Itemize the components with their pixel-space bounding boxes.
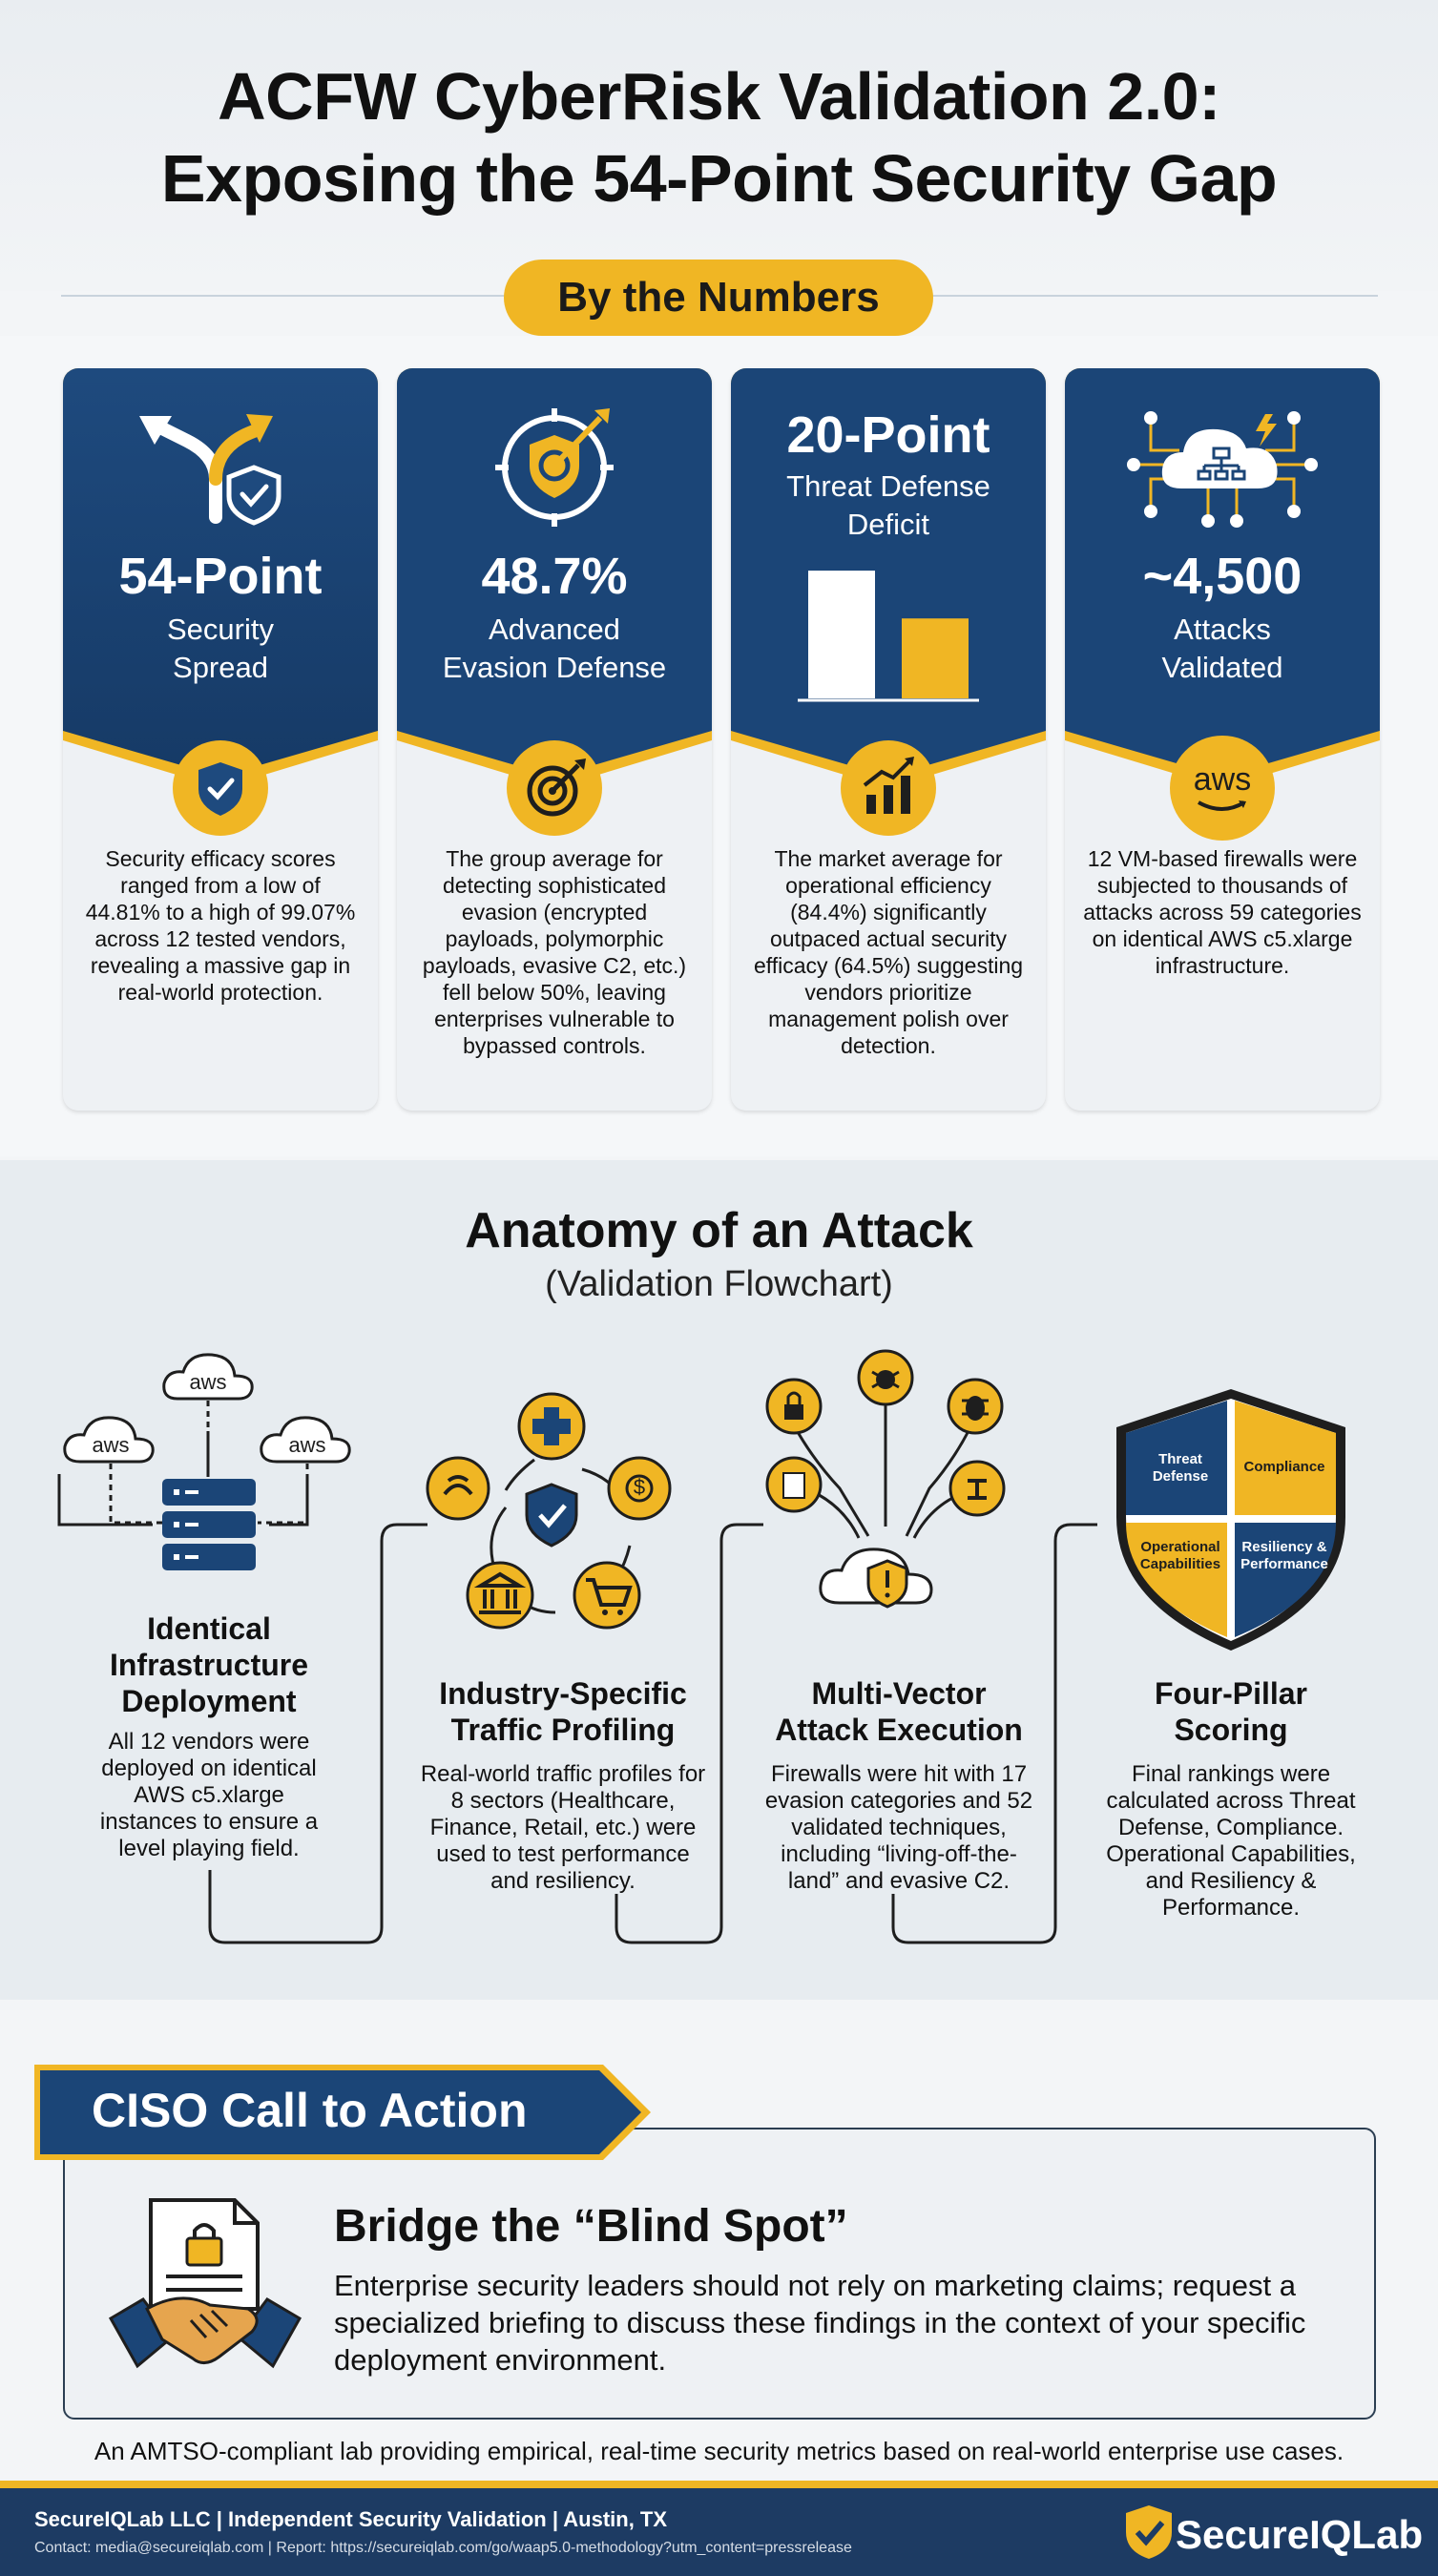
- growth-chart-icon: [841, 740, 936, 836]
- pillar-operational-2: Capabilities: [1140, 1556, 1220, 1572]
- cloud-network-icon: [1127, 411, 1318, 528]
- step-4-title: Four-Pillar Scoring: [1078, 1675, 1384, 1748]
- flowchart-graphics: aws aws aws: [57, 1349, 1345, 1944]
- aws-cloud-label: aws: [189, 1370, 226, 1394]
- step-4-title-line: Four-Pillar: [1154, 1676, 1307, 1711]
- step-4-body: Final rankings were calculated across Th…: [1106, 1761, 1356, 1921]
- stat-value: 54-Point: [118, 548, 323, 605]
- page-title: ACFW CyberRisk Validation 2.0: Exposing …: [0, 55, 1438, 219]
- pillar-threat-defense-2: Defense: [1153, 1468, 1208, 1485]
- shield-check-icon: [173, 740, 268, 836]
- pillar-operational: Operational: [1140, 1539, 1219, 1555]
- stat-label-1: Threat Defense: [786, 469, 990, 503]
- stat-label-1: Security: [167, 613, 274, 646]
- step-2-body: Real-world traffic profiles for 8 sector…: [420, 1761, 706, 1894]
- stat-value: ~4,500: [1142, 548, 1303, 605]
- ciso-callout-box: [63, 2128, 1376, 2420]
- step-3-body: Firewalls were hit with 17 evasion categ…: [764, 1761, 1033, 1894]
- stat-label-1: Attacks: [1174, 613, 1271, 646]
- section-pill-by-the-numbers: By the Numbers: [504, 260, 933, 336]
- aws-logo-badge: aws: [1170, 736, 1275, 841]
- stat-card-attacks-validated: ~4,500 Attacks Validated aws 12 VM-based…: [1065, 368, 1380, 1111]
- step-1-title-line: Identical: [147, 1611, 271, 1646]
- card-header-bg: [1065, 368, 1380, 779]
- card-header-bg: [397, 368, 712, 779]
- stat-description: Security efficacy scores ranged from a l…: [85, 846, 356, 1005]
- pillar-compliance: Compliance: [1243, 1459, 1324, 1475]
- target-arrow-icon: [507, 740, 602, 836]
- step-1-title-line: Deployment: [121, 1684, 297, 1718]
- header-band: [0, 0, 1438, 291]
- pillar-resiliency-2: Performance: [1240, 1556, 1328, 1572]
- aws-cloud-cluster-icon: aws aws aws: [63, 1353, 351, 1570]
- aws-smile-icon: [1198, 800, 1246, 811]
- target-shield-icon: [495, 408, 614, 527]
- title-line-1: ACFW CyberRisk Validation 2.0:: [218, 59, 1220, 134]
- title-line-2: Exposing the 54-Point Security Gap: [160, 141, 1278, 216]
- step-1-title-line: Infrastructure: [109, 1648, 309, 1682]
- stat-value: 48.7%: [481, 548, 628, 605]
- aws-logo-text: aws: [1193, 761, 1252, 798]
- multi-vector-attack-icon: [765, 1349, 1006, 1609]
- handshake-document-icon: [108, 2198, 302, 2369]
- step-3-title: Multi-Vector Attack Execution: [737, 1675, 1061, 1748]
- stat-card-threat-defense-deficit: 20-Point Threat Defense Deficit The mark…: [731, 368, 1046, 1111]
- step-3-title-line: Multi-Vector: [811, 1676, 987, 1711]
- footer: [0, 2488, 1438, 2576]
- stat-label-1: Advanced: [489, 613, 620, 646]
- flowchart-subtitle: (Validation Flowchart): [545, 1264, 893, 1304]
- ciso-heading: Bridge the “Blind Spot”: [334, 2201, 848, 2252]
- stat-description: The group average for detecting sophisti…: [422, 846, 687, 1058]
- svg-text:$: $: [634, 1475, 645, 1499]
- diverging-arrows-shield-icon: [139, 414, 281, 526]
- stat-description: The market average for operational effic…: [753, 846, 1024, 1058]
- stat-value: 20-Point: [786, 406, 990, 464]
- ciso-banner-title: CISO Call to Action: [92, 2084, 528, 2137]
- flow-connectors: [57, 1431, 1097, 1944]
- card-header-bg: [63, 368, 378, 779]
- flowchart-title: Anatomy of an Attack: [465, 1203, 973, 1258]
- server-rack-icon: [162, 1479, 256, 1570]
- pillar-threat-defense: Threat: [1158, 1451, 1202, 1467]
- stat-description: 12 VM-based firewalls were subjected to …: [1083, 846, 1362, 978]
- aws-cloud-label: aws: [92, 1433, 129, 1457]
- step-2-title-line: Traffic Profiling: [450, 1713, 676, 1747]
- footer-stripe: [0, 2481, 1438, 2488]
- footer-brand: SecureIQLab: [1176, 2512, 1424, 2557]
- stat-label-2: Spread: [173, 651, 268, 684]
- footer-company-line: SecureIQLab LLC | Independent Security V…: [34, 2507, 668, 2531]
- four-pillar-shield-icon: Threat Defense Compliance Operational Ca…: [1116, 1389, 1345, 1651]
- step-2-title: Industry-Specific Traffic Profiling: [401, 1675, 725, 1748]
- bar-security-efficacy: [900, 616, 970, 701]
- stat-card-evasion-defense: 48.7% Advanced Evasion Defense The group…: [397, 368, 712, 1111]
- step-3-title-line: Attack Execution: [775, 1713, 1023, 1747]
- lab-about-line: An AMTSO-compliant lab providing empiric…: [94, 2437, 1344, 2465]
- aws-cloud-label: aws: [288, 1433, 325, 1457]
- stat-card-security-spread: 54-Point Security Spread Security effica…: [63, 368, 378, 1111]
- footer-contact-line: Contact: media@secureiqlab.com | Report:…: [34, 2540, 852, 2556]
- industry-sectors-icon: $: [426, 1392, 672, 1630]
- bar-operational-efficiency: [806, 569, 877, 701]
- bar-chart-icon: [798, 569, 979, 702]
- stat-label-2: Deficit: [846, 508, 930, 541]
- stat-label-2: Evasion Defense: [442, 651, 667, 684]
- step-1-title: Identical Infrastructure Deployment: [61, 1610, 357, 1719]
- pillar-resiliency: Resiliency &: [1241, 1539, 1326, 1555]
- ciso-text: Enterprise security leaders should not r…: [334, 2269, 1306, 2377]
- step-1-body: All 12 vendors were deployed on identica…: [99, 1729, 319, 1861]
- ciso-banner: [34, 2065, 651, 2160]
- step-4-title-line: Scoring: [1174, 1713, 1288, 1747]
- stat-label-2: Validated: [1161, 651, 1283, 684]
- step-2-title-line: Industry-Specific: [439, 1676, 687, 1711]
- secureiqlab-logo-icon: [1126, 2505, 1172, 2559]
